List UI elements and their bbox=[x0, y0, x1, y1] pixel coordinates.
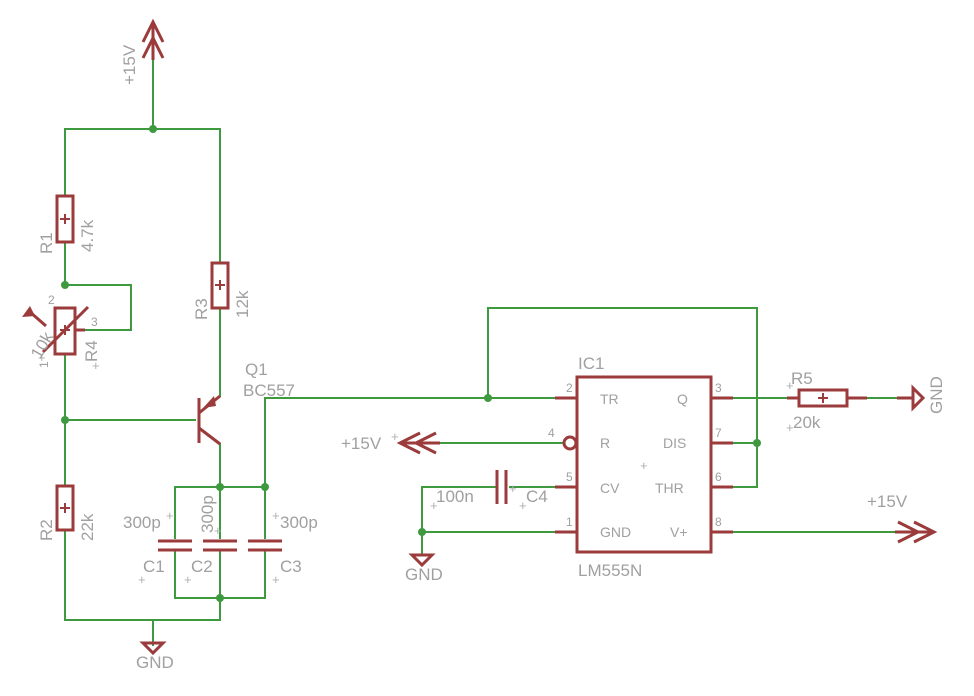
junction-dot bbox=[418, 528, 426, 536]
r5-value: 20k bbox=[793, 413, 821, 432]
ic1-pin-number: 8 bbox=[715, 515, 722, 529]
svg-text:+: + bbox=[138, 572, 146, 587]
svg-text:+: + bbox=[786, 420, 794, 435]
svg-text:+: + bbox=[272, 572, 280, 587]
r3-value: 12k bbox=[233, 290, 252, 318]
c2-value: 300p bbox=[198, 495, 217, 533]
svg-text:+: + bbox=[640, 458, 648, 473]
junction-dot bbox=[484, 394, 492, 402]
ic1-pin-name: DIS bbox=[663, 435, 686, 451]
junction-dot bbox=[261, 483, 269, 491]
r2-value: 22k bbox=[78, 513, 97, 541]
r4-pin-1: 1 bbox=[37, 361, 51, 368]
transistor-q1: Q1 BC557 bbox=[197, 360, 295, 446]
junction-dots bbox=[61, 125, 761, 602]
ic1-pin-number: 3 bbox=[715, 381, 722, 395]
vcc-symbol-right: +15V bbox=[867, 492, 938, 544]
ground-label: GND bbox=[136, 653, 174, 672]
c4-name: C4 bbox=[526, 487, 548, 506]
ground-label: GND bbox=[405, 565, 443, 584]
ground-symbol-r5: GND bbox=[897, 376, 946, 414]
resistor-r3: R3 12k bbox=[192, 261, 252, 320]
r4-value: 10k bbox=[27, 328, 57, 362]
svg-text:+: + bbox=[214, 523, 222, 538]
junction-dot bbox=[216, 594, 224, 602]
svg-text:+: + bbox=[38, 350, 46, 365]
ic1-pin-number: 1 bbox=[566, 515, 573, 529]
vcc-label: +15V bbox=[867, 492, 908, 511]
junction-dot bbox=[61, 416, 69, 424]
c4-value: 100n bbox=[436, 487, 474, 506]
svg-text:+: + bbox=[509, 481, 517, 496]
junction-dot bbox=[61, 281, 69, 289]
capacitor-c2: 300p + + C2 bbox=[184, 495, 237, 587]
svg-text:+: + bbox=[92, 358, 100, 373]
capacitor-c3: + 300p + C3 bbox=[248, 508, 318, 587]
ic1-pin-name: GND bbox=[600, 524, 631, 540]
r5-name: R5 bbox=[791, 369, 813, 388]
ground-symbol-555: GND bbox=[405, 553, 443, 584]
ic1-pin-name: Q bbox=[677, 391, 688, 407]
vcc-symbol-top: +15V bbox=[120, 18, 165, 85]
ground-label: GND bbox=[927, 376, 946, 414]
c1-value: 300p bbox=[123, 513, 161, 532]
ic1-pin-number: 6 bbox=[715, 470, 722, 484]
c2-name: C2 bbox=[191, 557, 213, 576]
ic1-pin-name: R bbox=[600, 435, 610, 451]
junction-dot bbox=[216, 483, 224, 491]
r1-value: 4.7k bbox=[78, 219, 97, 252]
resistor-r5: + R5 + 20k bbox=[786, 369, 867, 435]
capacitor-c1: + 300p + C1 bbox=[123, 508, 192, 587]
r4-name: R4 bbox=[82, 340, 101, 362]
resistor-r2: R2 22k bbox=[37, 484, 97, 541]
ic1-pin-number: 5 bbox=[566, 470, 573, 484]
r2-name: R2 bbox=[37, 519, 56, 541]
svg-text:+: + bbox=[184, 572, 192, 587]
ic1-pin-number: 4 bbox=[548, 426, 555, 440]
ic1-pin-name: CV bbox=[600, 480, 620, 496]
ic1-name: IC1 bbox=[578, 354, 604, 373]
ic1-pin-name: V+ bbox=[670, 524, 688, 540]
q1-name: Q1 bbox=[245, 360, 268, 379]
ic1-pin-number: 2 bbox=[566, 381, 573, 395]
svg-text:+: + bbox=[519, 498, 527, 513]
wires bbox=[64, 54, 926, 646]
r4-pin-3: 3 bbox=[91, 315, 98, 329]
ic1-pin-number: 7 bbox=[715, 426, 722, 440]
r4-pin-2: 2 bbox=[48, 293, 55, 307]
capacitor-c4: + 100n + + C4 bbox=[430, 470, 548, 513]
r3-name: R3 bbox=[192, 298, 211, 320]
junction-dot bbox=[753, 439, 761, 447]
vcc-label: +15V bbox=[341, 434, 382, 453]
ic1-pin-name: THR bbox=[655, 480, 684, 496]
svg-text:+: + bbox=[166, 508, 174, 523]
c3-value: 300p bbox=[280, 513, 318, 532]
ic1-pin-name: TR bbox=[600, 391, 619, 407]
vcc-label: +15V bbox=[120, 44, 139, 85]
junction-dot bbox=[149, 125, 157, 133]
svg-text:+: + bbox=[786, 378, 794, 393]
ic1-value: LM555N bbox=[578, 561, 642, 580]
resistor-r1: R1 4.7k bbox=[37, 194, 97, 254]
c3-name: C3 bbox=[280, 557, 302, 576]
svg-text:+: + bbox=[430, 498, 438, 513]
potentiometer-r4: 2 3 1 + 10k R4 + bbox=[22, 293, 101, 373]
ground-symbol-left: GND bbox=[136, 641, 174, 672]
r1-name: R1 bbox=[37, 232, 56, 254]
vcc-symbol-reset: +15V bbox=[341, 431, 440, 455]
ic1-lm555: + IC1 LM555N 2 TR 4 R 5 CV 1 GND 3 Q 7 D… bbox=[548, 354, 733, 580]
svg-text:+: + bbox=[391, 429, 399, 444]
c1-name: C1 bbox=[143, 557, 165, 576]
svg-text:+: + bbox=[272, 508, 280, 523]
q1-value: BC557 bbox=[243, 381, 295, 400]
